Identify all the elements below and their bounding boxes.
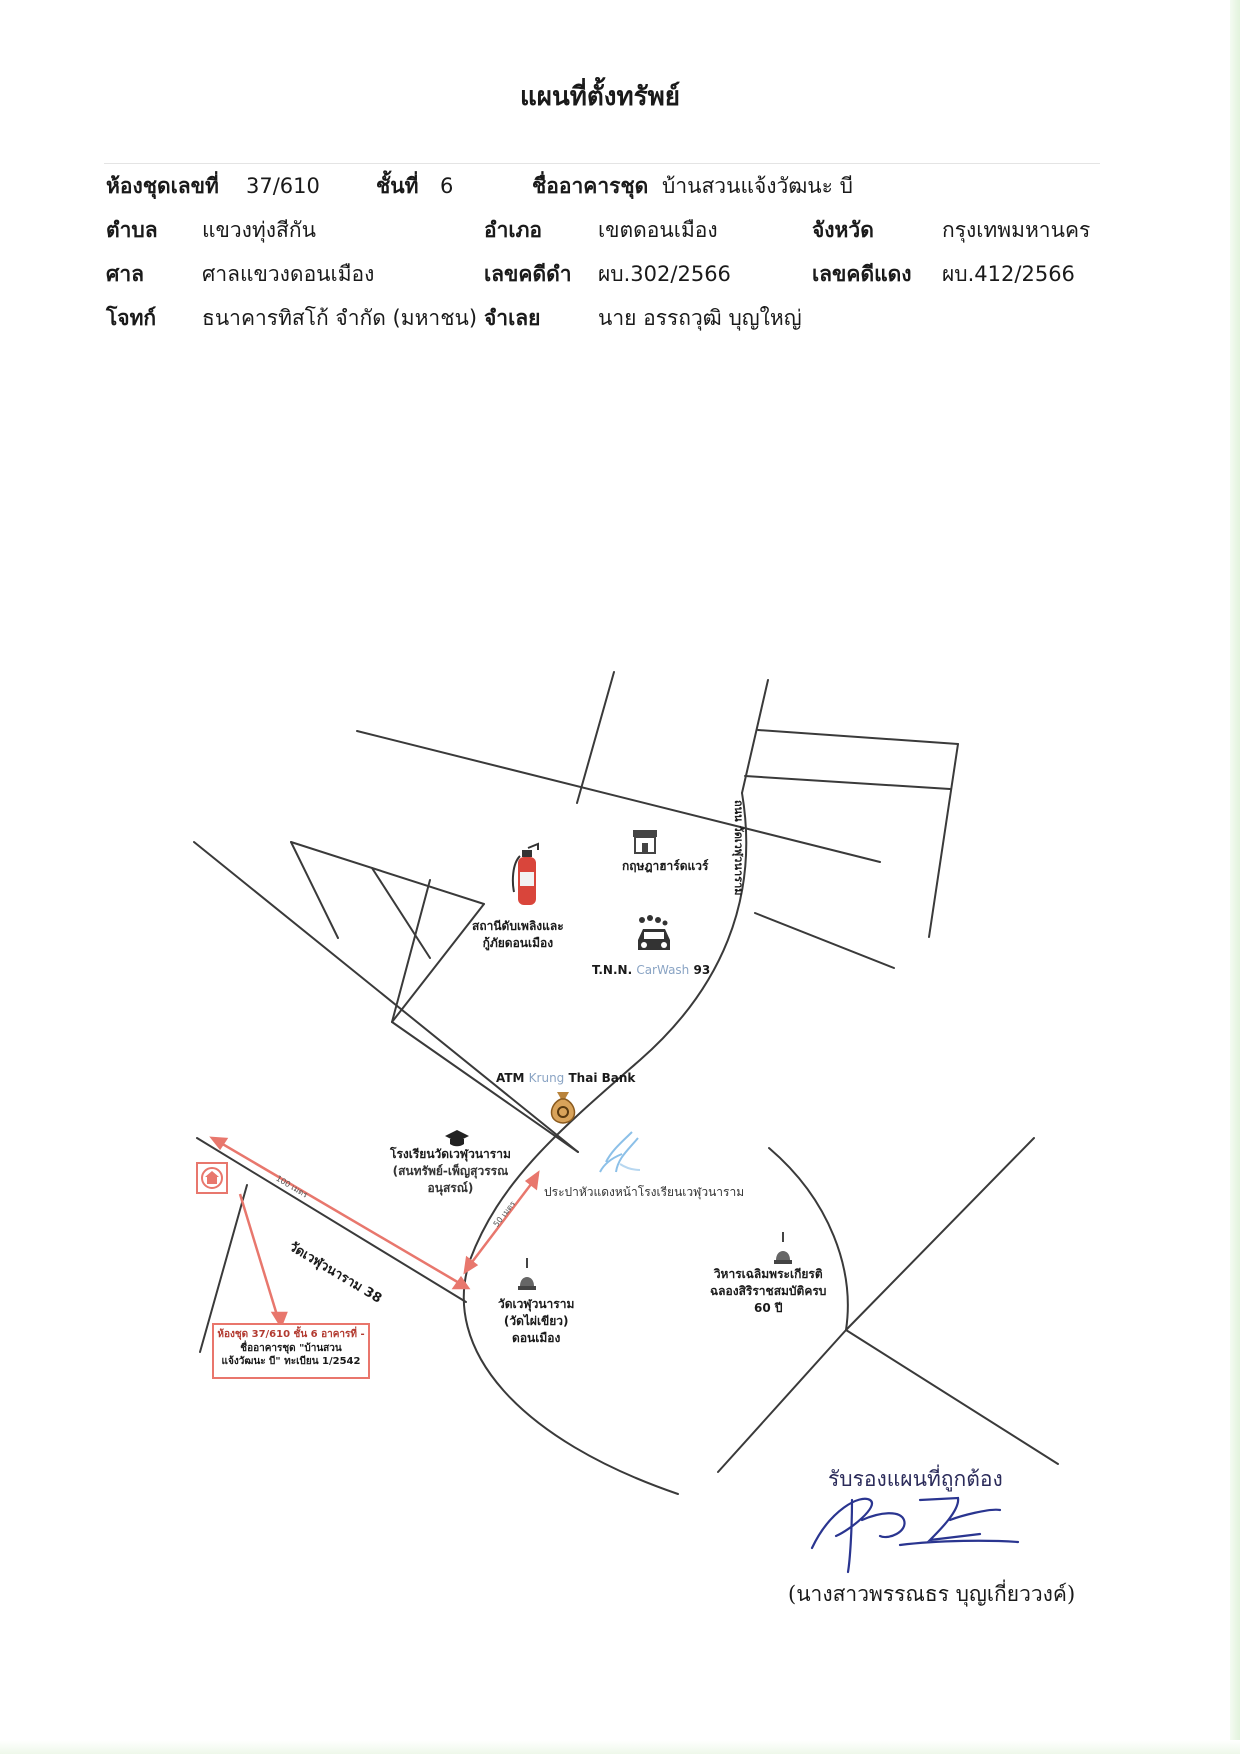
certification-text: รับรองแผนที่ถูกต้อง [828,1467,1003,1491]
temple-line-1: วัดเวฬุวนาราม [498,1297,575,1311]
block-right [928,743,959,938]
money-bag-icon [545,1088,581,1126]
zigzag-top [290,841,485,905]
unit-no-value: 37/610 [246,174,320,198]
northwest-diagonal [193,841,579,1153]
car-wash-icon [632,914,676,958]
east-diagonal [845,1137,1035,1331]
route-arrow-100m [213,1137,467,1289]
fire-extinguisher-icon [508,842,548,908]
north-connector [576,671,615,804]
vihara-road [768,1147,849,1331]
side-road-left-edge [741,679,769,794]
stupa-icon [772,1232,794,1266]
carwash-text-b: CarWash [636,963,690,977]
page-edge [1230,0,1240,1754]
callout-line-2a: ชื่ออาคารชุด [240,1342,300,1354]
district-value: เขตดอนเมือง [598,218,718,242]
district-label: อำเภอ [484,218,543,242]
callout-line-3b: ทะเบียน 1/2542 [280,1356,361,1367]
floor-label: ชั้นที่ [376,174,419,198]
upper-road [356,730,881,863]
header-divider [104,163,1100,164]
subdistrict-label: ตำบล [106,218,158,242]
stupa-icon [516,1258,538,1292]
school-line-1: โรงเรียนวัดเวฬุวนาราม [390,1147,511,1161]
building-label: ชื่ออาคารชุด [532,174,649,198]
defendant-value: นาย อรรถวุฒิ บุญใหญ่ [598,306,802,330]
province-label: จังหวัด [812,218,874,242]
vihara-line-2: ฉลองสิริราชสมบัติครบ [710,1283,827,1298]
zigzag-4 [391,903,485,1023]
southeast-road [845,1329,1059,1465]
block-mid [744,775,951,790]
soi-38 [196,1137,467,1303]
floor-value: 6 [440,174,454,198]
carwash-lane [754,912,895,969]
vihara-label: วิหารเฉลิมพระเกียรติ ฉลองสิริราชสมบัติคร… [710,1266,826,1316]
carwash-text-a: T.N.N. [592,963,637,977]
block-top [757,729,959,745]
court-label: ศาล [106,262,144,286]
zigzag-1 [290,841,339,939]
black-case-label: เลขคดีดำ [484,262,572,286]
property-callout: ห้องชุด 37/610 ชั้น 6 อาคารที่ - ชื่ออาค… [212,1323,370,1379]
school-line-2: (สนทรัพย์-เพ็ญสุวรรณ [392,1163,509,1178]
fire-station-line-2: กู้ภัยดอนเมือง [482,935,554,950]
red-case-label: เลขคดีแดง [812,262,912,286]
shop-icon [630,826,660,856]
zigzag-2 [371,867,431,959]
unit-no-label: ห้องชุดเลขที่ [106,174,219,198]
zigzag-3 [391,879,431,1023]
callout-line-2b: "บ้านสวน [299,1342,342,1354]
hardware-label: กฤษฎาฮาร์ดแวร์ [622,859,709,873]
school-line-3: อนุสรณ์) [427,1180,474,1195]
water-splash-icon [592,1128,648,1182]
atm-text-c: Thai Bank [564,1071,636,1085]
route-arrow-50m [465,1174,539,1271]
province-value: กรุงเทพมหานคร [942,218,1091,242]
west-road [199,1184,248,1353]
atm-lane [391,1021,579,1153]
carwash-text-c: 93 [689,963,711,977]
atm-label: ATM Krung Thai Bank [496,1070,635,1087]
plaintiff-value: ธนาคารทิสโก้ จำกัด (มหาชน) [202,306,478,330]
vihara-line-1: วิหารเฉลิมพระเกียรติ [713,1267,823,1281]
subdistrict-value: แขวงทุ่งสีกัน [202,218,316,242]
defendant-label: จำเลย [484,306,541,330]
atm-text-b: Krung [528,1071,565,1085]
vihara-line-3: 60 ปี [753,1300,783,1315]
temple-label: วัดเวฬุวนาราม (วัดไผ่เขียว) ดอนเมือง [498,1296,574,1346]
house-icon [196,1162,228,1194]
graduation-cap-icon [444,1128,470,1148]
atm-text-a: ATM [496,1071,529,1085]
building-value: บ้านสวนแจ้งวัฒนะ บี [662,174,853,198]
callout-pointer [238,1193,282,1326]
signer-name: (นางสาวพรรณธร บุญเกี่ยววงค์) [788,1582,1076,1606]
court-value: ศาลแขวงดอนเมือง [202,262,375,286]
callout-line-1: ห้องชุด 37/610 ชั้น 6 อาคารที่ - [217,1329,365,1340]
fire-station-label: สถานีดับเพลิงและ กู้ภัยดอนเมือง [472,918,564,952]
main-curved-road [462,792,748,1495]
callout-line-3a: แจ้งวัฒนะ บี" [221,1356,281,1367]
page-bottom-edge [0,1740,1240,1754]
red-case-value: ผบ.412/2566 [942,262,1075,286]
side-road-label: ถนน วัดเวฬุวนาราม [732,800,745,896]
document-title: แผนที่ตั้งทรัพย์ [520,82,680,112]
school-label: โรงเรียนวัดเวฬุวนาราม (สนทรัพย์-เพ็ญสุวร… [390,1146,511,1196]
carwash-label: T.N.N. CarWash 93 [592,962,710,979]
south-road [717,1329,847,1473]
fire-station-line-1: สถานีดับเพลิงและ [472,919,564,933]
black-case-value: ผบ.302/2566 [598,262,731,286]
temple-line-3: ดอนเมือง [512,1330,561,1345]
temple-line-2: (วัดไผ่เขียว) [503,1313,569,1328]
plaintiff-label: โจทก์ [106,306,157,330]
water-gate-label: ประปาหัวแดงหน้าโรงเรียนเวฬุวนาราม [544,1185,745,1199]
